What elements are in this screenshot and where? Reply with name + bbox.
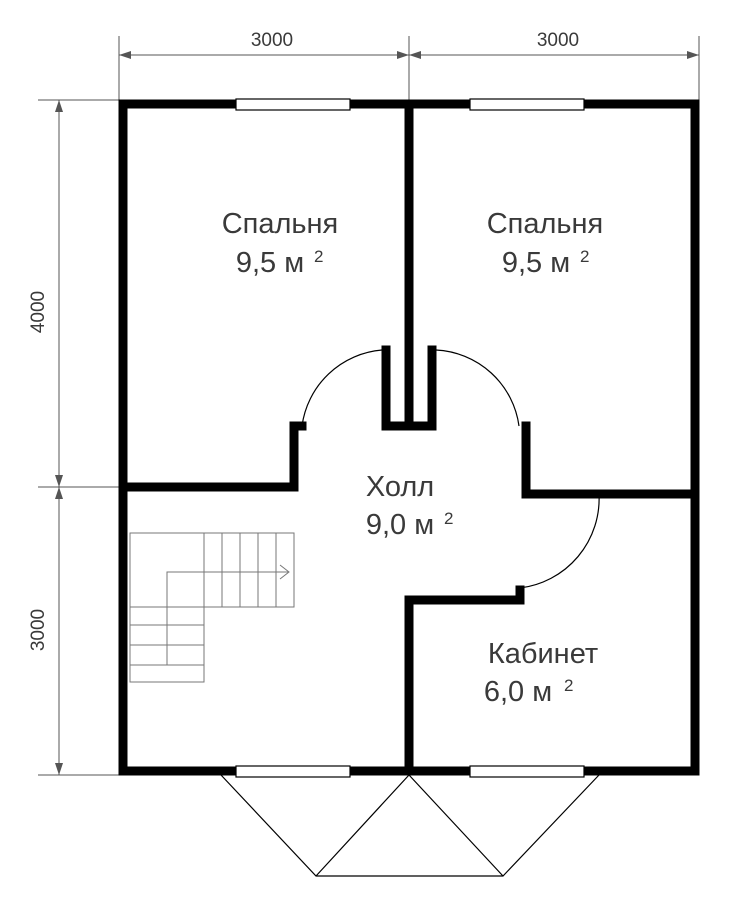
room-area-unit-sup: 2 [564,676,573,695]
window-bottom-right [469,765,585,778]
dim-top-left: 3000 [251,30,293,51]
dim-left-upper: 4000 [28,291,49,333]
room-name: Спальня [487,208,604,240]
window-top-left [235,98,351,111]
room-hall: Холл 9,0 м 2 [366,471,454,541]
room-bedroom-left: Спальня 9,5 м 2 [222,208,339,279]
room-area-value: 9,5 м [502,247,570,279]
room-area-value: 9,0 м [366,509,434,541]
room-office: Кабинет 6,0 м 2 [484,638,598,708]
room-area-unit-sup: 2 [580,247,589,266]
room-area-unit-sup: 2 [314,247,323,266]
room-area-value: 6,0 м [484,676,552,708]
walls [118,99,700,776]
room-area: 9,0 м [366,509,434,541]
room-area: 9,5 м [236,247,304,279]
windows [235,98,585,778]
window-bottom-left [235,765,351,778]
door-arcs [301,349,600,589]
room-area-unit-sup: 2 [444,509,453,528]
bay-window [220,774,600,877]
dimension-lines [38,36,700,776]
room-name: Кабинет [488,638,598,670]
staircase [129,532,295,683]
room-area-value: 9,5 м [236,247,304,279]
room-bedroom-right: Спальня 9,5 м 2 [487,208,604,279]
room-name: Спальня [222,208,339,240]
room-name: Холл [366,471,434,503]
dim-left-lower: 3000 [28,609,49,651]
room-area: 6,0 м [484,676,552,708]
window-top-right [469,98,585,111]
dim-top-right: 3000 [537,30,579,51]
room-area: 9,5 м [502,247,570,279]
